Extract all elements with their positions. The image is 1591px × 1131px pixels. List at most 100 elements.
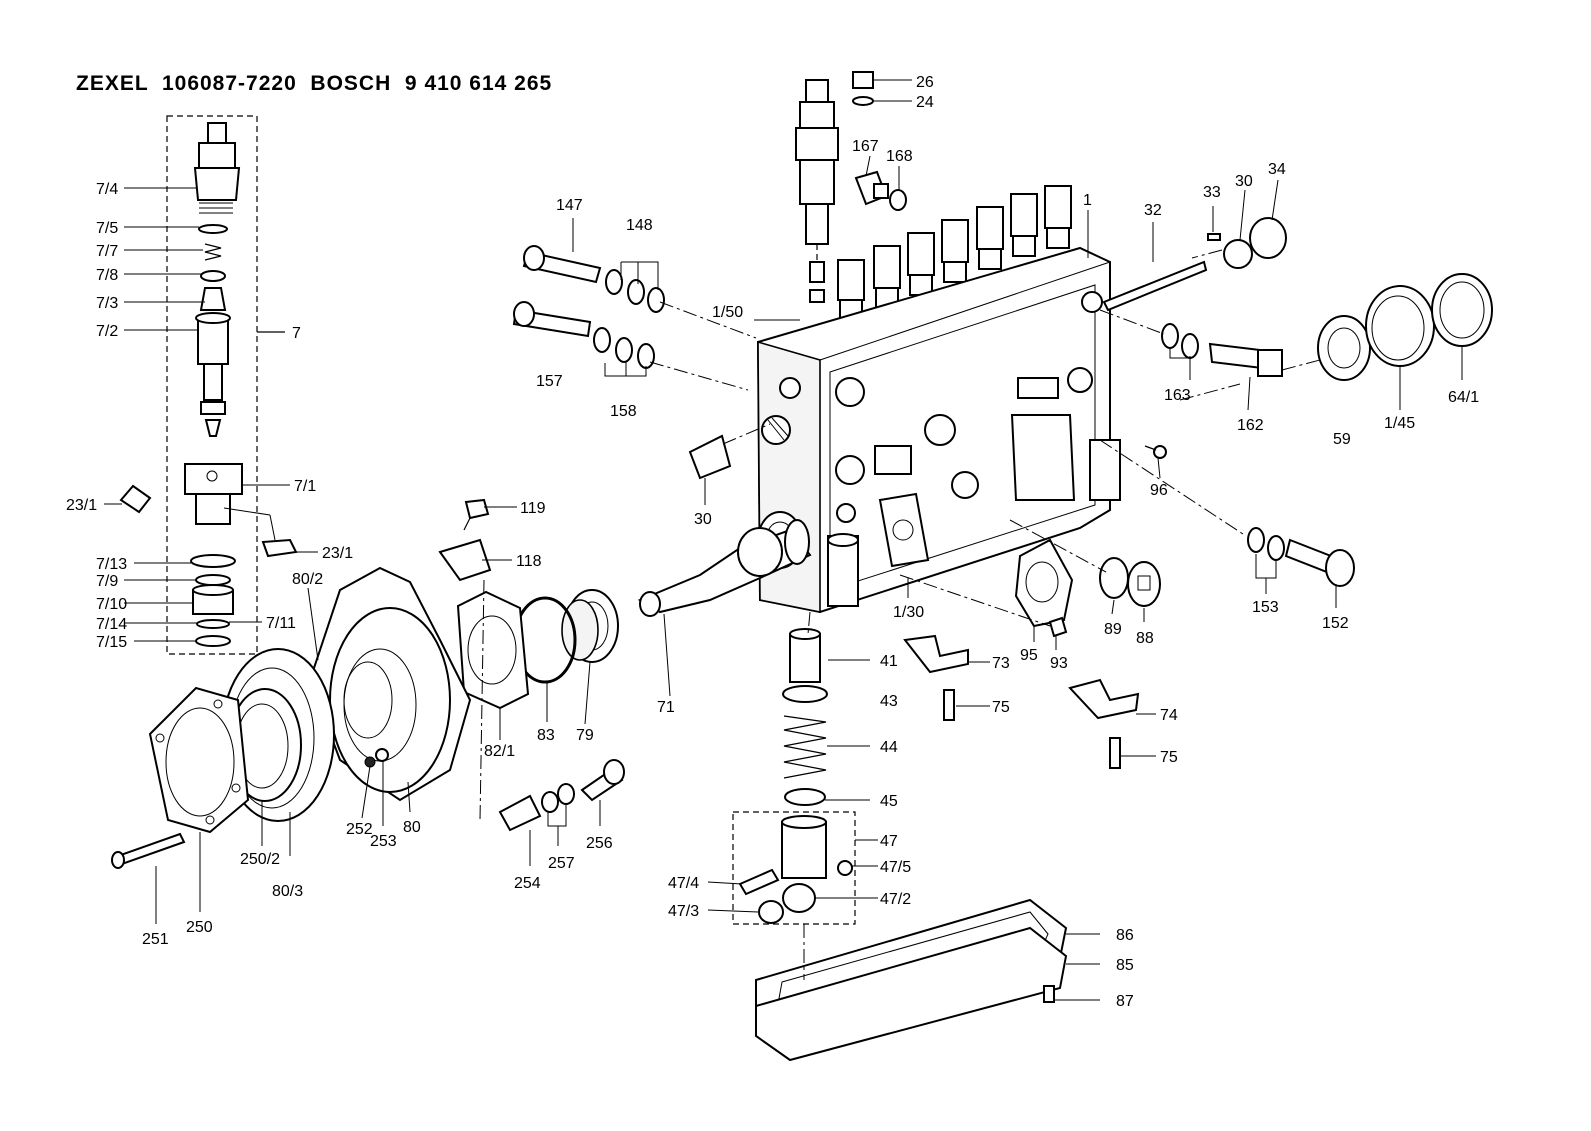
label-47-2: 47/2: [880, 891, 911, 908]
label-80: 80: [403, 819, 421, 836]
label-44: 44: [880, 739, 898, 756]
label-152: 152: [1322, 615, 1349, 632]
label-7-7: 7/7: [96, 243, 118, 260]
label-80-3: 80/3: [272, 883, 303, 900]
label-93: 93: [1050, 655, 1068, 672]
label-7-9: 7/9: [96, 573, 118, 590]
label-251: 251: [142, 931, 169, 948]
label-87: 87: [1116, 993, 1134, 1010]
label-89: 89: [1104, 621, 1122, 638]
label-7-13: 7/13: [96, 556, 127, 573]
label-153: 153: [1252, 599, 1279, 616]
label-167: 167: [852, 138, 879, 155]
label-252: 252: [346, 821, 373, 838]
gasket-85: [755, 926, 1068, 1062]
label-7-10: 7/10: [96, 596, 127, 613]
screw-119-bracket-118: [438, 498, 492, 582]
tappet-group: [732, 628, 856, 925]
washers-163-bolt-162: [1161, 323, 1283, 377]
label-41: 41: [880, 653, 898, 670]
label-250-2: 250/2: [240, 851, 280, 868]
part-labels: 26 24 167 168 147 148 1 32 33 30 34 1/50…: [66, 74, 1479, 1010]
label-1-45: 1/45: [1384, 415, 1415, 432]
label-43: 43: [880, 693, 898, 710]
label-1-30: 1/30: [893, 604, 924, 621]
label-88: 88: [1136, 630, 1154, 647]
bolt-157-washers-158: [512, 301, 655, 369]
ring-89-plug-88: [1099, 557, 1161, 607]
label-7-4: 7/4: [96, 181, 118, 198]
label-47-4: 47/4: [668, 875, 699, 892]
nozzle-holder: [795, 71, 874, 303]
label-253: 253: [370, 833, 397, 850]
seal-64-1: [1431, 273, 1493, 347]
label-30-side: 30: [694, 511, 712, 528]
label-7-5: 7/5: [96, 220, 118, 237]
rack-32: [1102, 260, 1208, 312]
label-7-2: 7/2: [96, 323, 118, 340]
label-147: 147: [556, 197, 583, 214]
label-83: 83: [537, 727, 555, 744]
bolt-147-washers-148: [522, 245, 665, 313]
screw-167-washer-168: [854, 170, 907, 211]
label-23-1-left: 23/1: [66, 497, 97, 514]
label-7-11: 7/11: [266, 615, 296, 632]
delivery-valve-holders: [837, 185, 1072, 321]
label-7-1: 7/1: [294, 478, 316, 495]
cover-95-nut-93: [1014, 538, 1074, 638]
label-119: 119: [520, 500, 546, 517]
label-86: 86: [1116, 927, 1134, 944]
label-73: 73: [992, 655, 1010, 672]
label-1-50: 1/50: [712, 304, 743, 321]
bolt-251: [111, 832, 186, 869]
leaders-left: [104, 187, 318, 642]
label-74: 74: [1160, 707, 1178, 724]
leaders: [155, 79, 1463, 1001]
label-96: 96: [1150, 482, 1168, 499]
gasket-82-1: [456, 590, 530, 710]
washers-153-bolt-152: [1247, 527, 1355, 587]
label-7-8: 7/8: [96, 267, 118, 284]
label-79: 79: [576, 727, 594, 744]
screw-96: [1144, 445, 1167, 459]
element-assembly-7: [119, 115, 298, 655]
label-64-1: 64/1: [1448, 389, 1479, 406]
label-75-left: 75: [992, 699, 1010, 716]
bracket-73: [903, 634, 969, 721]
label-75-right: 75: [1160, 749, 1178, 766]
label-148: 148: [626, 217, 653, 234]
label-33: 33: [1203, 184, 1221, 201]
label-250: 250: [186, 919, 213, 936]
label-82-1: 82/1: [484, 743, 515, 760]
label-59: 59: [1333, 431, 1351, 448]
pin-33-plate-30-plug-34: [1207, 217, 1287, 269]
label-118: 118: [516, 553, 542, 570]
cap-30-side: [688, 434, 732, 480]
label-34: 34: [1268, 161, 1286, 178]
bearing-79: [561, 589, 619, 663]
diagram-title: ZEXEL 106087-7220 BOSCH 9 410 614 265: [76, 72, 552, 95]
label-47: 47: [880, 833, 898, 850]
label-158: 158: [610, 403, 637, 420]
label-47-5: 47/5: [880, 859, 911, 876]
label-24: 24: [916, 94, 934, 111]
label-32: 32: [1144, 202, 1162, 219]
label-7-3: 7/3: [96, 295, 118, 312]
camshaft-71: [637, 519, 812, 617]
label-71: 71: [657, 699, 675, 716]
label-163: 163: [1164, 387, 1191, 404]
plug-254-washers-257-bolt-256: [498, 759, 625, 832]
label-23-1-right: 23/1: [322, 545, 353, 562]
assembly-centerlines: [479, 249, 1321, 980]
label-254: 254: [514, 875, 541, 892]
label-7-14: 7/14: [96, 616, 127, 633]
label-1: 1: [1083, 192, 1092, 209]
label-256: 256: [586, 835, 613, 852]
label-257: 257: [548, 855, 575, 872]
bracket-74: [1068, 678, 1140, 769]
label-7-15: 7/15: [96, 634, 127, 651]
cover-80: [308, 566, 472, 802]
label-47-3: 47/3: [668, 903, 699, 920]
label-7: 7: [292, 325, 301, 342]
